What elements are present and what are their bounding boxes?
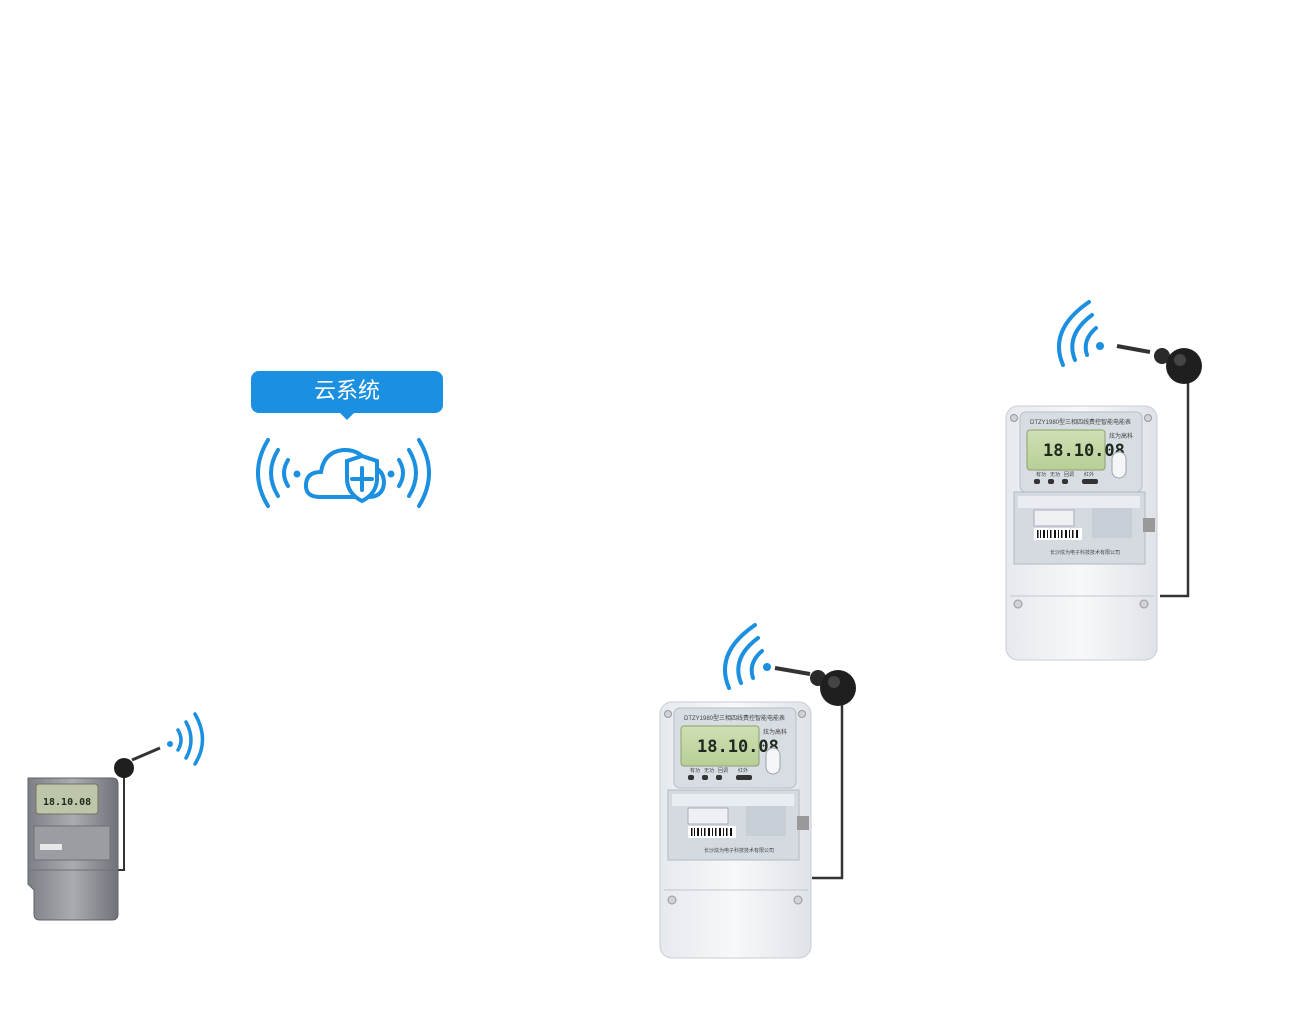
meter-b-btn-0: 有功	[690, 767, 700, 774]
smart-meter-b: DTZY1980型三相四线费控智能电能表 18.10.08 炫为高科 有功 无功…	[659, 623, 856, 959]
meter-b-btn-2: 回调	[718, 767, 728, 774]
meter-a-btn-1: 无功	[1050, 471, 1060, 478]
meter-a-btn-2: 回调	[1064, 471, 1074, 478]
meter-a-btn-0: 有功	[1036, 471, 1046, 478]
meter-b-btn-1: 无功	[704, 767, 714, 774]
wifi-c-icon	[176, 712, 205, 766]
meter-b-btn-3: 红外	[738, 767, 748, 774]
meter-c-display: 18.10.08	[43, 797, 91, 808]
smart-meter-c: 18.10.08	[27, 712, 205, 921]
cloud-shield-icon	[256, 438, 431, 508]
cloud-system-label-text: 云系统	[313, 379, 380, 404]
cloud-system-label: 云系统	[251, 371, 443, 420]
meter-b-display: 18.10.08	[697, 737, 779, 757]
meter-b-maker: 长沙炫为电子科技技术有限公司	[704, 847, 774, 854]
meter-b-brand: 炫为高科	[763, 728, 787, 736]
wifi-right-icon	[397, 438, 431, 508]
meter-a-model: DTZY1980型三相四线费控智能电能表	[1030, 418, 1131, 426]
meter-b-model: DTZY1980型三相四线费控智能电能表	[684, 714, 785, 722]
meter-a-brand: 炫为高科	[1109, 432, 1133, 440]
smart-meter-a: DTZY1980型三相四线费控智能电能表 18.10.08 炫为高科 有功 无功…	[1005, 300, 1202, 661]
meter-a-display: 18.10.08	[1043, 441, 1125, 461]
wifi-left-icon	[256, 438, 290, 508]
wifi-b-icon	[723, 623, 764, 690]
meter-a-maker: 长沙炫为电子科技技术有限公司	[1050, 549, 1120, 556]
wifi-a-icon	[1057, 300, 1098, 367]
meter-a-btn-3: 红外	[1084, 471, 1094, 478]
